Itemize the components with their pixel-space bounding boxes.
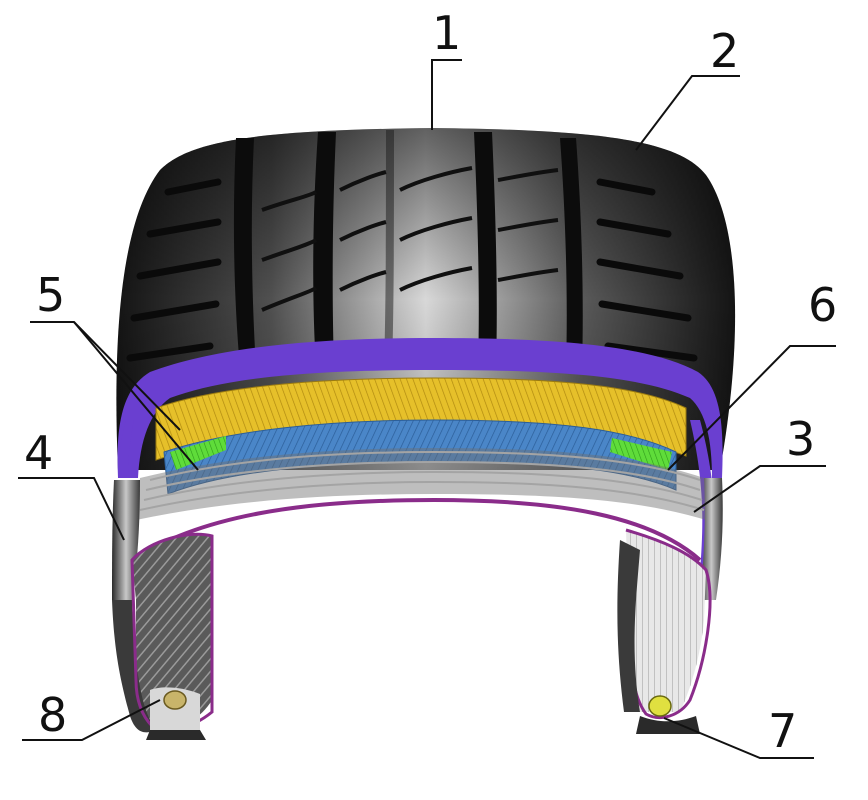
callout-label-6: 6 <box>808 278 838 332</box>
undertread-layer <box>117 338 723 478</box>
carcass-band <box>136 448 706 520</box>
belt-edge-right <box>610 438 672 470</box>
left-sidewall <box>112 480 214 740</box>
tread-grooves <box>233 130 583 370</box>
inner-liner <box>130 497 702 562</box>
callout-label-7: 7 <box>768 704 798 758</box>
sidewall-strip-left <box>118 420 134 478</box>
leader-1 <box>431 59 462 130</box>
callout-label-8: 8 <box>38 688 68 742</box>
inner-cavity <box>212 500 628 800</box>
leader-2 <box>635 75 740 151</box>
leader-7 <box>663 717 814 759</box>
leader-5b <box>73 321 199 471</box>
callout-label-3: 3 <box>786 412 816 466</box>
right-sidewall <box>617 478 723 734</box>
belt-edge-left <box>170 436 226 470</box>
leader-4 <box>18 477 125 541</box>
shoulder-sipes <box>126 178 698 362</box>
callout-label-4: 4 <box>24 426 54 480</box>
leader-6 <box>667 345 836 471</box>
leader-lines <box>18 59 836 759</box>
leader-3 <box>693 465 826 513</box>
carcass-plies <box>139 450 705 511</box>
callout-label-5: 5 <box>36 268 66 322</box>
bead-left <box>163 690 187 710</box>
leader-8 <box>22 699 161 741</box>
rib-sipes <box>261 166 559 312</box>
callout-label-2: 2 <box>710 24 740 78</box>
bead-right <box>648 695 672 717</box>
callout-label-1: 1 <box>432 6 462 60</box>
